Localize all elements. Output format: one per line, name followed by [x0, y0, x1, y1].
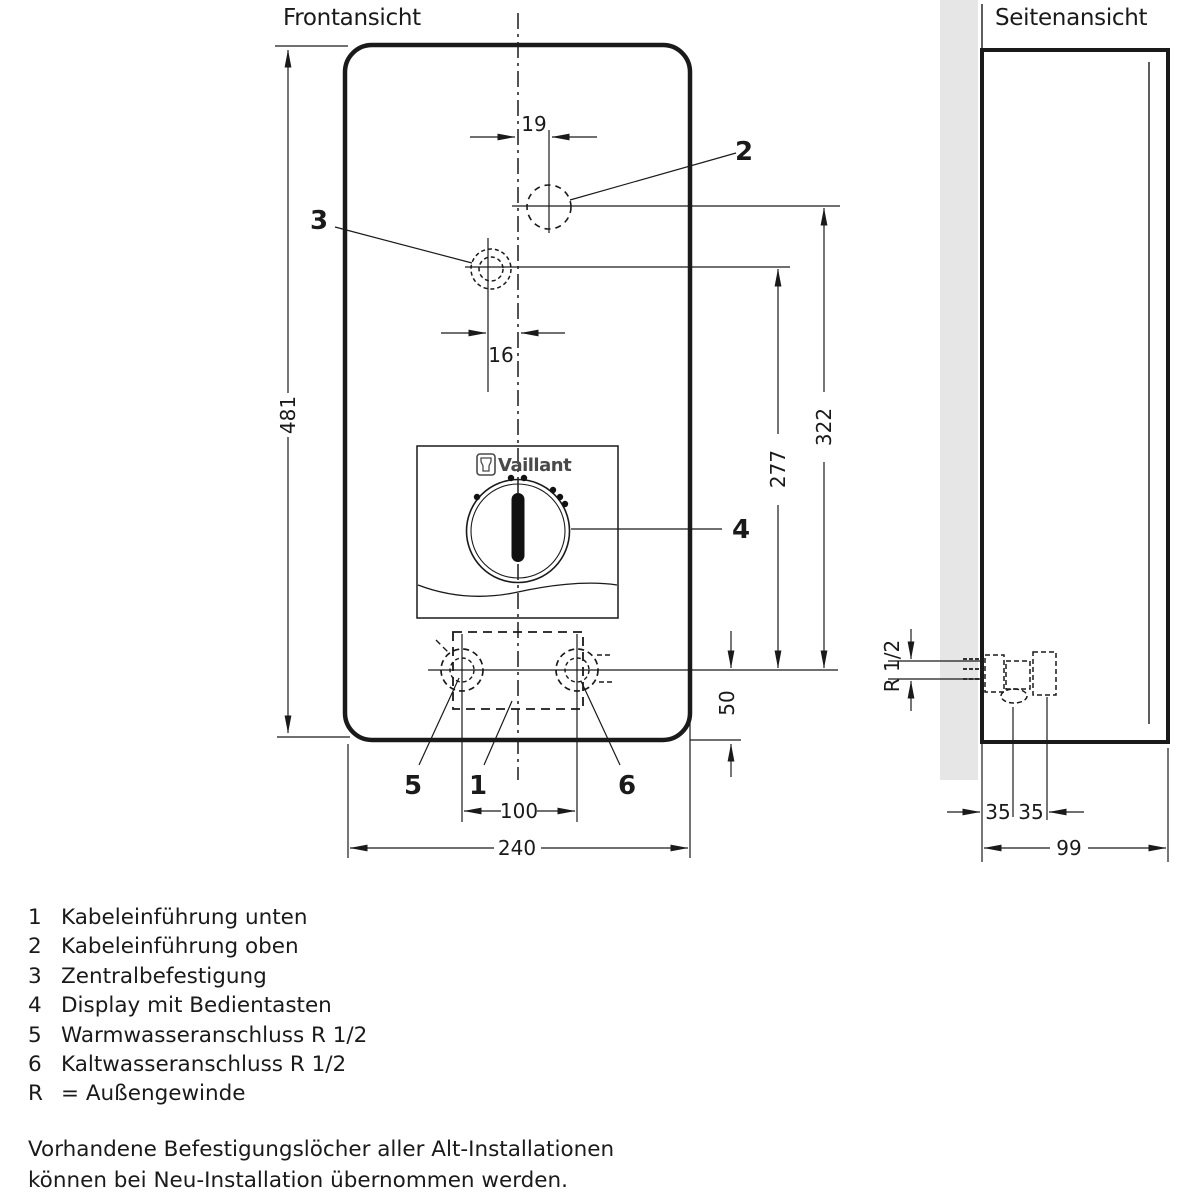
display-panel — [416, 445, 722, 619]
dim-width — [347, 672, 691, 858]
legend-item-number: 5 — [28, 1022, 42, 1048]
callout-6: 6 — [618, 771, 636, 801]
installation-note: Vorhandene Befestigungslöcher aller Alt-… — [28, 1134, 614, 1196]
dim-label-240: 240 — [498, 836, 536, 860]
legend-item-label: Warmwasseranschluss R 1/2 — [61, 1022, 368, 1048]
leader-line-3 — [334, 226, 473, 264]
note-line-1: Vorhandene Befestigungslöcher aller Alt-… — [28, 1137, 615, 1162]
dimension-labels: 19 16 481 277 322 50 100 240 R 1/2 35 35… — [276, 112, 1082, 860]
legend-item-label: Display mit Bedientasten — [61, 993, 332, 1019]
note-line-2: können bei Neu-Installation übernommen w… — [28, 1168, 568, 1193]
callout-numbers: 2 3 4 5 1 6 — [310, 137, 753, 801]
legend-item-number: R — [28, 1081, 43, 1107]
dim-label-35-warm: 35 — [985, 800, 1010, 824]
dim-label-16: 16 — [488, 343, 513, 367]
legend-item-number: 4 — [28, 993, 42, 1019]
callout-2: 2 — [735, 137, 753, 167]
legend-item-number: 1 — [28, 905, 42, 930]
dim-label-99: 99 — [1056, 836, 1081, 860]
dim-label-481: 481 — [276, 396, 300, 434]
cable-entry-top-hole — [512, 130, 840, 233]
connection-axis — [428, 634, 838, 822]
front-view-title: Frontansicht — [283, 5, 421, 31]
warm-water-connection — [418, 639, 484, 766]
knob-pointer — [511, 493, 525, 562]
legend-item-label: Kaltwasseranschluss R 1/2 — [61, 1052, 347, 1078]
dim-label-r12: R 1/2 — [880, 640, 904, 692]
legend-item: 1 Kabeleinführung unten — [28, 903, 367, 932]
dim-bottom-clearance — [690, 631, 741, 777]
legend-item-number: 3 — [28, 963, 42, 989]
callout-3: 3 — [310, 206, 328, 236]
callout-4: 4 — [732, 515, 750, 545]
dim-label-50: 50 — [715, 690, 739, 715]
dim-label-19: 19 — [521, 112, 546, 136]
front-view — [275, 13, 840, 858]
knob-scale-dots — [473, 474, 569, 508]
leader-line-6 — [580, 680, 621, 766]
legend-item-label: Kabeleinführung oben — [61, 934, 299, 960]
vaillant-logo-icon — [476, 453, 496, 476]
dim-thread — [888, 629, 980, 711]
leader-line-1 — [483, 700, 513, 766]
legend-item: R = Außengewinde — [28, 1079, 367, 1108]
leader-line-2 — [569, 152, 737, 201]
side-extension-lines — [981, 697, 1169, 862]
legend-item-number: 2 — [28, 934, 42, 960]
legend-item-number: 6 — [28, 1052, 42, 1078]
panel-wave-line — [417, 582, 618, 598]
dim-label-277: 277 — [766, 450, 790, 488]
device-profile — [980, 48, 1170, 744]
cold-water-connection — [555, 648, 621, 766]
control-knob — [465, 474, 571, 584]
wall — [940, 0, 978, 780]
legend-item: 3 Zentralbefestigung — [28, 962, 367, 991]
dim-label-322: 322 — [812, 408, 836, 446]
dim-height — [275, 45, 350, 738]
legend-item-label: = Außengewinde — [61, 1081, 246, 1107]
legend-item-label: Zentralbefestigung — [61, 963, 267, 989]
leader-line-5 — [418, 677, 460, 766]
pipe-fitting — [963, 651, 1057, 704]
drawing-canvas: 19 16 481 277 322 50 100 240 R 1/2 35 35… — [275, 0, 1170, 862]
legend-item: 4 Display mit Bedientasten — [28, 991, 367, 1020]
legend-item: 6 Kaltwasseranschluss R 1/2 — [28, 1050, 367, 1079]
vaillant-logo-text: Vaillant — [498, 455, 572, 476]
callout-5: 5 — [404, 771, 422, 801]
callout-1: 1 — [469, 771, 487, 801]
side-view — [888, 0, 1170, 862]
dim-label-35-cold: 35 — [1018, 800, 1043, 824]
legend-item: 2 Kabeleinführung oben — [28, 932, 367, 961]
legend-item-label: Kabeleinführung unten — [61, 905, 308, 930]
legend: 1 Kabeleinführung unten 2 Kabeleinführun… — [28, 903, 367, 1109]
dim-label-100: 100 — [500, 799, 538, 823]
legend-item: 5 Warmwasseranschluss R 1/2 — [28, 1021, 367, 1050]
central-fixing-hole — [334, 226, 790, 392]
side-view-title: Seitenansicht — [995, 5, 1148, 31]
